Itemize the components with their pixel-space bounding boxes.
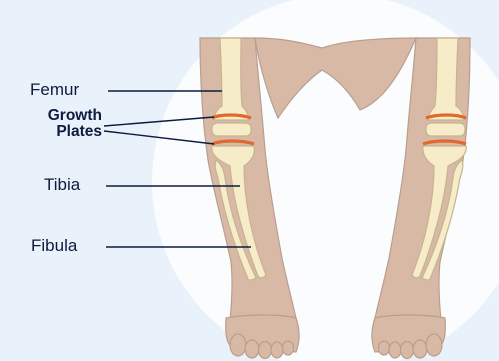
left-foot — [226, 315, 299, 359]
left-toe-2 — [245, 340, 259, 358]
growth-plates-label-line2: Plates — [10, 124, 102, 140]
growth-plates-label-line1: Growth — [10, 108, 102, 124]
right-toe-2 — [389, 342, 401, 358]
femur-label: Femur — [30, 80, 79, 100]
right-toe-3 — [401, 342, 414, 359]
left-toe-3 — [259, 342, 272, 359]
left-knee-cap — [212, 123, 251, 136]
right-toe-1 — [379, 341, 390, 355]
left-toe-1 — [230, 334, 246, 356]
right-toe-4 — [413, 340, 427, 358]
tibia-label: Tibia — [44, 175, 80, 195]
growth-plates-label: Growth Plates — [10, 108, 102, 140]
right-foot — [372, 315, 445, 359]
left-toe-5 — [283, 341, 294, 355]
right-toe-5 — [426, 334, 442, 356]
left-toe-4 — [271, 342, 283, 358]
fibula-label: Fibula — [31, 236, 77, 256]
right-knee-cap — [426, 123, 465, 136]
